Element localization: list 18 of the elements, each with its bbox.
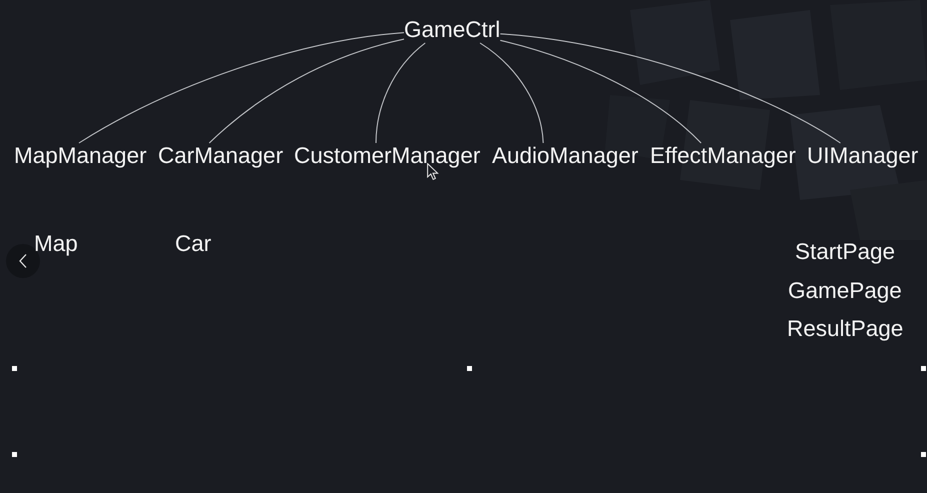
node-text: AudioManager xyxy=(492,143,638,169)
node-text: CustomerManager xyxy=(294,143,480,169)
connector-line xyxy=(500,40,702,144)
connector-line xyxy=(500,33,841,144)
text-label: ResultPage xyxy=(787,316,904,342)
node-text: CarManager xyxy=(158,143,284,169)
node-text: UIManager xyxy=(807,143,918,169)
connector-line xyxy=(208,38,404,144)
root-node-text: GameCtrl xyxy=(404,17,500,43)
node-text: EffectManager xyxy=(650,143,796,169)
connector-line xyxy=(78,32,404,144)
text-label: GamePage xyxy=(788,278,902,304)
connector-line xyxy=(480,42,544,144)
connector-line xyxy=(375,42,426,144)
text-label: Car xyxy=(175,231,212,257)
text-label: Map xyxy=(34,231,78,257)
node-text: MapManager xyxy=(14,143,147,169)
text-label: StartPage xyxy=(795,239,896,265)
